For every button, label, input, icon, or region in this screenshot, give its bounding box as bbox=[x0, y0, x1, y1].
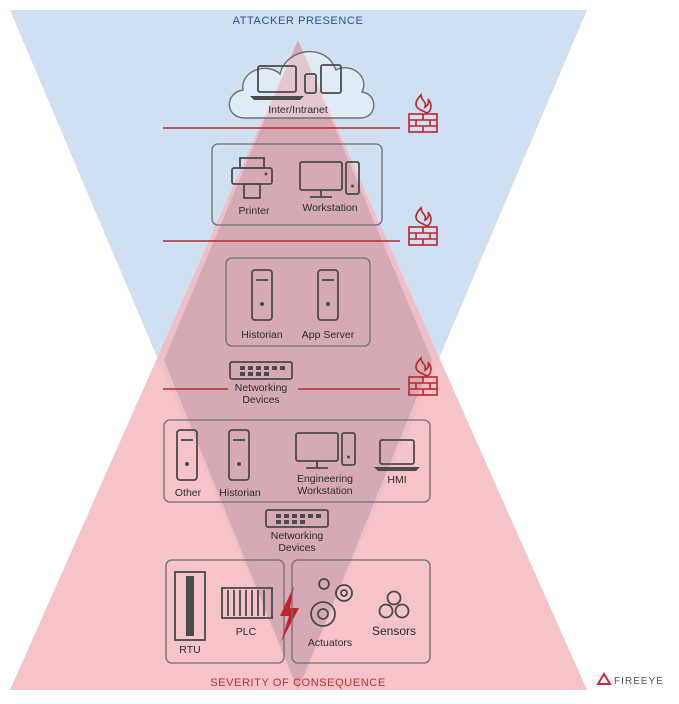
workstation-monitor-icon bbox=[299, 161, 343, 198]
control-historian-label: Historian bbox=[219, 487, 261, 499]
firewall-icon bbox=[408, 356, 438, 396]
networking-devices-label-2b: Devices bbox=[278, 542, 315, 554]
control-historian-tower-icon bbox=[228, 429, 250, 481]
field-device-box bbox=[291, 559, 431, 664]
fireeye-logo-text: FIREEYE bbox=[614, 676, 664, 687]
overlap-diamond bbox=[164, 40, 432, 690]
cloud-icon bbox=[228, 51, 375, 119]
sensor-icon bbox=[378, 590, 410, 619]
rtu-icon bbox=[174, 571, 206, 641]
engineering-tower-icon bbox=[341, 432, 356, 466]
engineering-label-a: Engineering bbox=[297, 473, 353, 485]
engineering-monitor-icon bbox=[295, 432, 339, 469]
networking-devices-label-1a: Networking bbox=[235, 382, 288, 394]
plc-label: PLC bbox=[236, 626, 257, 638]
enterprise-zone-box bbox=[211, 143, 383, 226]
other-tower-icon bbox=[176, 429, 198, 481]
networking-devices-label-1b: Devices bbox=[242, 394, 279, 406]
switch-icon bbox=[265, 509, 329, 528]
laptop-icon bbox=[250, 65, 304, 100]
rtu-label: RTU bbox=[179, 644, 200, 656]
severity-label: SEVERITY OF CONSEQUENCE bbox=[210, 677, 386, 689]
attacker-presence-label: ATTACKER PRESENCE bbox=[233, 15, 364, 27]
other-label: Other bbox=[175, 487, 202, 499]
severity-triangle bbox=[10, 40, 587, 690]
plc-icon bbox=[221, 587, 273, 619]
printer-icon bbox=[231, 157, 273, 199]
switch-icon bbox=[229, 361, 293, 380]
hmi-laptop-icon bbox=[374, 439, 420, 471]
dmz-zone-box bbox=[225, 257, 371, 347]
workstation-tower-icon bbox=[345, 161, 360, 195]
actuators-label: Actuators bbox=[308, 637, 352, 649]
workstation-label: Workstation bbox=[302, 202, 357, 214]
historian-label: Historian bbox=[241, 329, 283, 341]
hmi-label: HMI bbox=[387, 474, 406, 486]
networking-devices-label-2a: Networking bbox=[271, 530, 324, 542]
gear-icon bbox=[310, 578, 353, 627]
historian-tower-icon bbox=[251, 269, 273, 321]
firewall-icon bbox=[408, 93, 438, 133]
tablet-icon bbox=[320, 64, 342, 94]
sensors-label: Sensors bbox=[372, 624, 416, 638]
phone-icon bbox=[304, 73, 317, 94]
inter-intranet-label: Inter/Intranet bbox=[268, 104, 328, 116]
engineering-label-b: Workstation bbox=[297, 485, 352, 497]
firewall-icon bbox=[408, 206, 438, 246]
fireeye-logo: FIREEYE bbox=[596, 672, 664, 687]
app-server-label: App Server bbox=[302, 329, 355, 341]
control-zone-box bbox=[163, 419, 431, 503]
app-server-tower-icon bbox=[317, 269, 339, 321]
lightning-icon bbox=[280, 586, 299, 642]
printer-label: Printer bbox=[239, 205, 270, 217]
